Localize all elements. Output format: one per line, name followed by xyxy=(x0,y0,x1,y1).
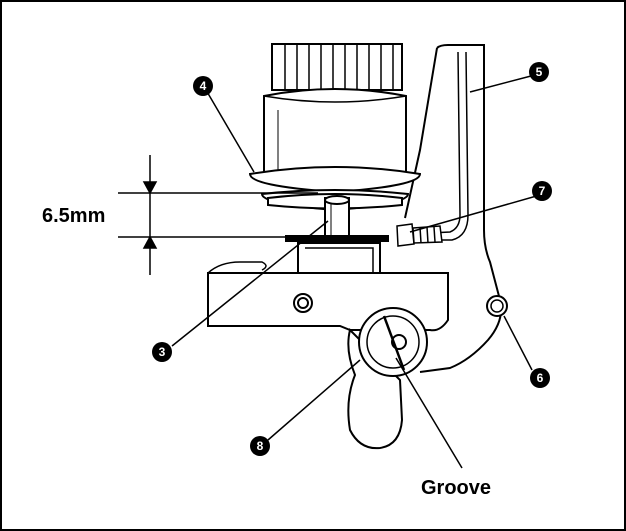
plate xyxy=(285,235,389,242)
callout-6: 6 xyxy=(530,368,550,388)
spindle-top xyxy=(271,43,403,91)
callout-3: 3 xyxy=(152,342,172,362)
dimension-label: 6.5mm xyxy=(42,205,105,227)
svg-text:5: 5 xyxy=(536,65,543,79)
callout-5: 5 xyxy=(529,62,549,82)
leader-lines xyxy=(171,75,541,469)
svg-text:4: 4 xyxy=(200,79,207,93)
cylinder-body xyxy=(263,88,407,173)
svg-text:6: 6 xyxy=(537,371,544,385)
callout-8: 8 xyxy=(250,436,270,456)
svg-text:7: 7 xyxy=(539,184,546,198)
right-arm xyxy=(404,44,508,373)
svg-text:8: 8 xyxy=(257,439,264,453)
callout-4: 4 xyxy=(193,76,213,96)
groove-label: Groove xyxy=(421,477,491,499)
svg-text:3: 3 xyxy=(159,345,166,359)
callout-7: 7 xyxy=(532,181,552,201)
adjust-screw xyxy=(396,223,443,247)
dimension-marker xyxy=(118,155,318,275)
groove-line xyxy=(382,315,406,371)
lower-arm xyxy=(347,328,404,450)
shaft xyxy=(324,195,350,239)
cam xyxy=(358,307,428,377)
support-block xyxy=(297,242,381,276)
arm-hole xyxy=(486,295,508,317)
